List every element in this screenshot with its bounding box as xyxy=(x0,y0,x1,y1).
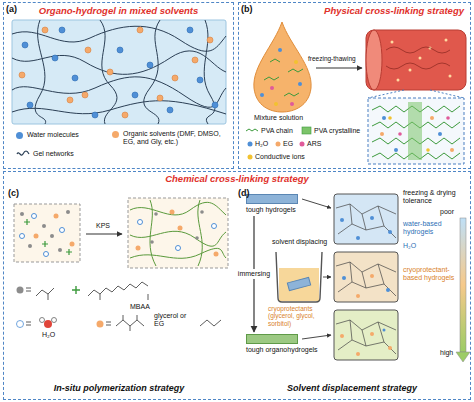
panel-box: Physical cross-linking strategy xyxy=(238,2,471,169)
annotation-label: Conductive ions xyxy=(255,153,305,161)
legend-swatch xyxy=(16,132,23,139)
annotation-label: H₂O xyxy=(255,140,268,148)
annotation-label: glycerol or EG xyxy=(154,312,196,328)
annotation-label: MBAA xyxy=(130,303,150,311)
sub-panel: In-situ polymerization strategy xyxy=(5,186,233,398)
annotation-label: freezing & drying tolerance xyxy=(403,189,467,205)
strategy-title: Solvent displacement strategy xyxy=(235,383,469,393)
annotation-label: PVA chain xyxy=(261,127,293,135)
annotation-label: cryoprotectant-based hydrogels xyxy=(403,266,457,282)
annotation-label: high xyxy=(440,349,453,357)
strategy-title: In-situ polymerization strategy xyxy=(5,383,233,393)
annotation-label: PVA crystalline xyxy=(314,127,360,135)
process-arrow xyxy=(86,233,122,234)
legend-item: Gel networks xyxy=(16,150,74,158)
panel-box: Chemical cross-linking strategyIn-situ p… xyxy=(3,171,471,400)
beaker xyxy=(276,252,322,302)
tolerance-arrow xyxy=(456,218,470,362)
annotation-label: freezing-thawing xyxy=(308,55,356,62)
annotation-label: solvent displacing xyxy=(272,238,327,246)
annotation-label: EG xyxy=(283,140,293,148)
annotation-label: ARS xyxy=(307,140,321,148)
hydrogel-cylinder xyxy=(366,30,466,90)
annotation-label: Mixture solution xyxy=(254,114,303,122)
mixture-drop xyxy=(254,22,311,112)
legend-swatch xyxy=(112,131,119,138)
sample-slab: tough organohydrogels xyxy=(246,334,318,354)
annotation-label: H₂O xyxy=(42,331,55,339)
panel-title: Chemical cross-linking strategy xyxy=(4,174,470,185)
annotation-label: (b) xyxy=(241,4,253,14)
polymer-network xyxy=(128,198,228,268)
monomer-solution xyxy=(14,204,80,262)
annotation-label: KPS xyxy=(96,222,110,230)
legend-item: Organic solvents (DMF, DMSO, EG, and Gly… xyxy=(112,130,226,146)
sample-label: tough hydrogels xyxy=(246,206,298,214)
sub-panel: Solvent displacement strategy tough hydro… xyxy=(235,186,469,398)
annotation-label: cryoprotectants (glycerol, glycol, sorbi… xyxy=(268,305,332,327)
network-images xyxy=(334,194,398,360)
annotation-label: (d) xyxy=(238,188,250,198)
annotation-label: (c) xyxy=(8,188,19,198)
chemical-structures xyxy=(17,282,222,331)
panel-title: Organo-hydrogel in mixed solvents xyxy=(4,6,233,17)
slab-shape xyxy=(246,334,298,344)
legend-text: Gel networks xyxy=(33,150,74,158)
legend-swatch xyxy=(16,150,30,158)
annotation-label: (a) xyxy=(6,4,17,14)
zoom-inset xyxy=(368,90,464,164)
sample-slab: tough hydrogels xyxy=(246,194,298,214)
network-symbol xyxy=(17,151,29,155)
annotation-label: poor xyxy=(440,208,454,216)
legend-text: Water molecules xyxy=(27,131,79,139)
process-arrow xyxy=(316,67,362,68)
gel-network xyxy=(12,20,226,124)
slab-shape xyxy=(246,194,298,204)
sample-label: tough organohydrogels xyxy=(246,346,318,354)
annotation-label: H₂O xyxy=(403,242,416,250)
panel-box: Organo-hydrogel in mixed solvents xyxy=(3,2,234,169)
legend-text: Organic solvents (DMF, DMSO, EG, and Gly… xyxy=(123,130,226,146)
edge-label: immersing xyxy=(236,269,272,279)
annotation-label: water-based hydrogels xyxy=(403,220,455,236)
legend-item: Water molecules xyxy=(16,131,79,139)
panel-title: Physical cross-linking strategy xyxy=(324,6,464,17)
